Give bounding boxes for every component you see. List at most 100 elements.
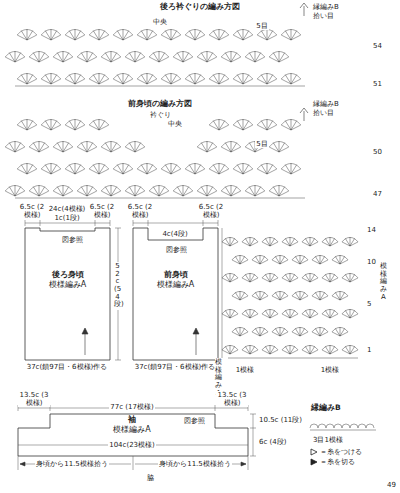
dimension-label: 10 <box>366 258 377 266</box>
stitch-stroke <box>9 143 15 152</box>
stitch-stroke <box>310 424 318 428</box>
stitch-stroke <box>89 30 109 35</box>
sleeve-outline <box>18 414 248 456</box>
stitch-stroke <box>225 53 231 62</box>
stitch-stroke <box>207 141 208 152</box>
stitch-stroke <box>290 273 291 282</box>
stitch-stroke <box>340 296 348 300</box>
stitch-stroke <box>21 75 27 84</box>
stitch-stroke <box>285 238 290 246</box>
piece-name: 前身頃 <box>163 270 189 280</box>
stitch-stroke <box>111 191 121 196</box>
stitch-stroke <box>75 119 76 130</box>
stitch-stroke <box>111 141 112 152</box>
dimension-lines <box>18 220 256 470</box>
dimension-label: 縁編みB <box>310 404 342 413</box>
stitch-stroke <box>63 191 73 196</box>
stitch-stroke <box>39 51 40 62</box>
stitch-stroke <box>197 52 217 57</box>
stitch-stroke <box>81 143 87 152</box>
stitch-stroke <box>235 256 240 264</box>
stitch-stroke <box>255 256 260 264</box>
dimension-label: 図参照 <box>165 246 188 254</box>
stitch-stroke <box>265 310 270 318</box>
stitch-stroke <box>171 73 172 84</box>
stitch-stroke <box>29 186 49 191</box>
stitch-stroke <box>45 31 51 40</box>
stitch-stroke <box>340 291 341 300</box>
stitch-stroke <box>243 119 244 130</box>
stitch-stroke <box>159 57 169 62</box>
stitch-stroke <box>310 345 311 354</box>
dimension-label: 50 <box>372 148 383 156</box>
stitch-stroke <box>63 57 73 62</box>
stitch-stroke <box>27 35 37 40</box>
stitch-stroke <box>93 31 99 40</box>
stitch-stroke <box>219 163 220 174</box>
stitch-stroke <box>222 237 238 241</box>
stitch-stroke <box>270 309 271 318</box>
stitch-stroke <box>290 314 298 318</box>
stitch-stroke <box>291 169 301 174</box>
stitch-stroke <box>330 350 338 354</box>
stitch-stroke <box>65 164 85 169</box>
stitch-stroke <box>305 310 310 318</box>
stitch-stroke <box>291 73 292 84</box>
stitch-stroke <box>230 278 238 282</box>
stitch-stroke <box>269 52 289 57</box>
stitch-stroke <box>291 163 292 174</box>
stitch-stroke <box>322 345 338 349</box>
stitch-stroke <box>262 237 278 241</box>
stitch-stroke <box>270 345 271 354</box>
stitch-stroke <box>99 29 100 40</box>
stitch-stroke <box>69 165 75 174</box>
stitch-stroke <box>295 328 300 336</box>
stitch-stroke <box>242 237 258 241</box>
stitch-stroke <box>219 73 220 84</box>
dimension-label: 4c(4段) <box>161 230 188 238</box>
stitch-stroke <box>99 73 100 84</box>
stitch-stroke <box>123 163 124 174</box>
dimension-label: 6.5c (2模様) <box>126 203 154 219</box>
stitch-stroke <box>275 256 280 264</box>
stitch-stroke <box>33 187 39 196</box>
stitch-stroke <box>315 292 320 300</box>
dimension-label: 104c(23模様) <box>108 441 156 449</box>
stitch-stroke <box>17 74 37 79</box>
chart-edge <box>222 228 223 358</box>
stitch-stroke <box>252 291 268 295</box>
stitch-stroke <box>99 125 109 130</box>
stitch-stroke <box>243 29 244 40</box>
stitch-stroke <box>300 296 308 300</box>
stitch-stroke <box>125 186 145 191</box>
dimension-line <box>250 414 256 456</box>
stitch-stroke <box>345 274 350 282</box>
stitch-stroke <box>250 309 251 318</box>
foundation-line <box>310 430 376 431</box>
stitch-stroke <box>87 57 97 62</box>
stitch-stroke <box>189 165 195 174</box>
arrows <box>20 3 308 466</box>
stitch-stroke <box>39 141 40 152</box>
stitch-stroke <box>221 52 241 57</box>
stitch-stroke <box>33 53 39 62</box>
stitch-stroke <box>320 255 321 264</box>
stitch-stroke <box>15 185 16 196</box>
stitch-stroke <box>285 75 291 84</box>
stitch-stroke <box>281 74 301 79</box>
stitch-stroke <box>41 120 61 125</box>
stitch-stroke <box>250 314 258 318</box>
stitch-stroke <box>290 237 291 246</box>
stitch-stroke <box>137 74 157 79</box>
stitch-stroke <box>232 255 248 259</box>
stitch-stroke <box>245 346 250 354</box>
stitch-stroke <box>300 291 301 300</box>
stitch-stroke <box>279 147 289 152</box>
dimension-label: 身頃から11.5模様拾う <box>35 460 109 468</box>
stitch-stroke <box>63 185 64 196</box>
stitch-stroke <box>135 191 145 196</box>
stitch-stroke <box>285 274 290 282</box>
stitch-stroke <box>262 273 278 277</box>
stitch-stroke <box>213 121 219 130</box>
stitch-stroke <box>225 310 230 318</box>
